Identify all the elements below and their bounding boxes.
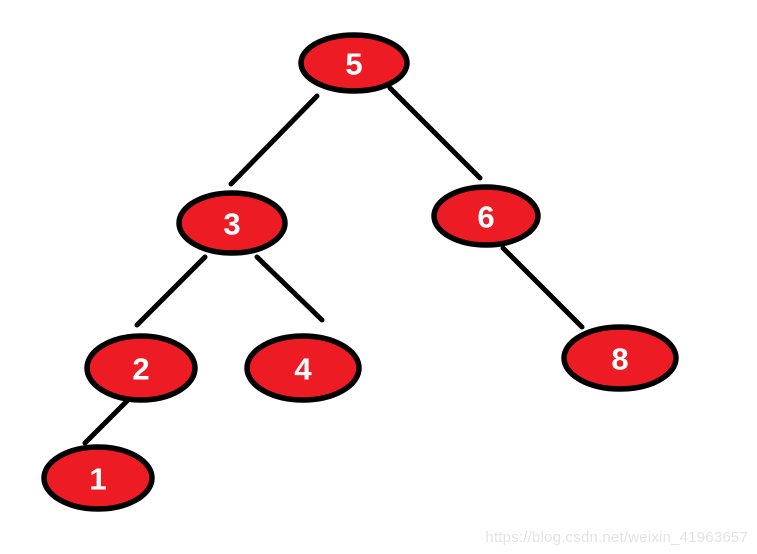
tree-node-ellipse-8 — [561, 324, 679, 392]
tree-node-label-4: 4 — [294, 352, 312, 387]
tree-edge-6-8 — [500, 245, 585, 330]
tree-node-2: 2 — [84, 333, 198, 403]
tree-node-ellipse-5 — [298, 32, 410, 94]
tree-node-1: 1 — [41, 444, 155, 512]
watermark: https://blog.csdn.net/weixin_41963657 — [485, 529, 748, 546]
tree-node-label-6: 6 — [477, 200, 494, 235]
tree-edge-3-4 — [254, 254, 325, 323]
tree-edge-2-1 — [82, 397, 131, 446]
tree-node-ellipse-2 — [84, 333, 198, 403]
tree-edge-5-6 — [387, 85, 483, 181]
tree-node-label-2: 2 — [132, 352, 149, 387]
tree-node-ellipse-6 — [431, 184, 541, 248]
tree-node-label-8: 8 — [611, 342, 628, 377]
tree-node-8: 8 — [561, 324, 679, 392]
tree-node-ellipse-3 — [176, 190, 288, 256]
tree-edge-3-2 — [134, 254, 208, 328]
tree-node-5: 5 — [298, 32, 410, 94]
tree-node-4: 4 — [244, 333, 362, 403]
tree-node-label-3: 3 — [223, 207, 240, 242]
tree-node-label-5: 5 — [345, 47, 362, 82]
tree-node-ellipse-4 — [244, 333, 362, 403]
tree-edge-5-3 — [228, 93, 320, 187]
tree-node-6: 6 — [431, 184, 541, 248]
tree-node-3: 3 — [176, 190, 288, 256]
tree-node-label-1: 1 — [89, 462, 106, 497]
tree-node-ellipse-1 — [41, 444, 155, 512]
